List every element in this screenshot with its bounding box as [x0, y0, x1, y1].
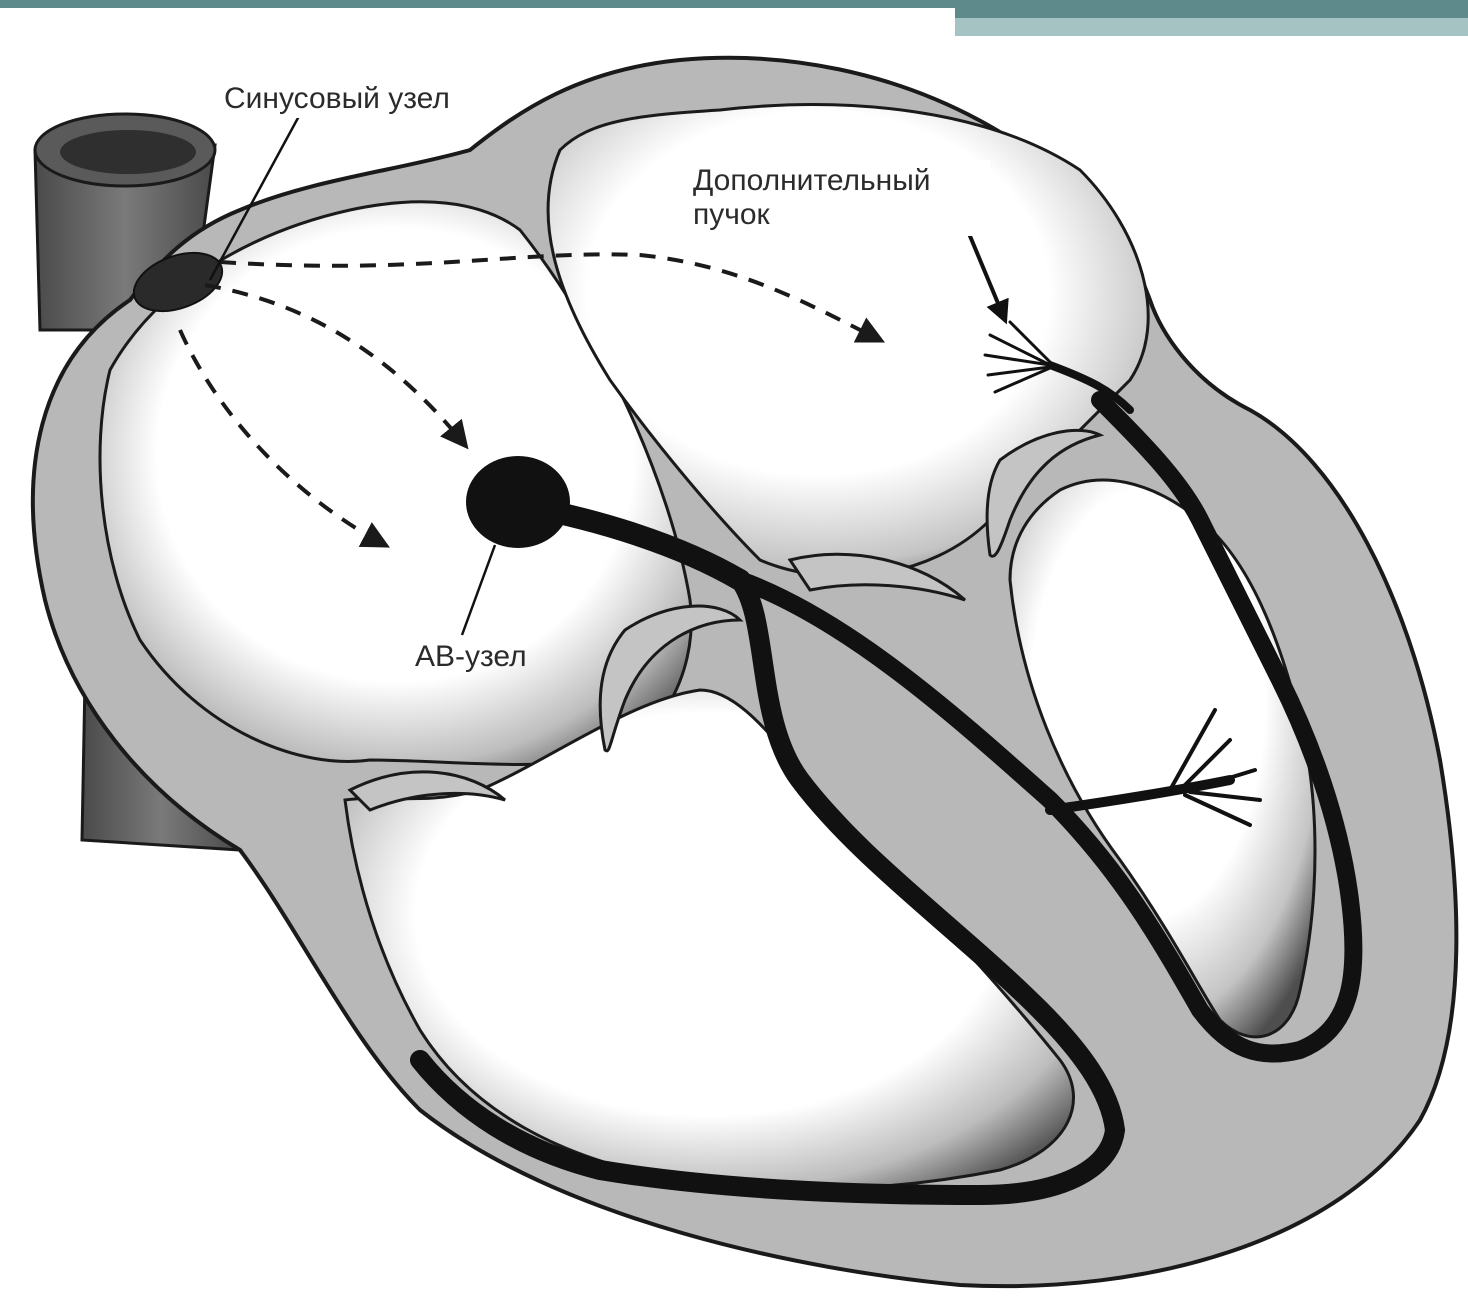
- slide-header-bars: [0, 0, 1468, 36]
- accessory-bundle-label-line1: Дополнительный: [693, 164, 931, 197]
- accessory-bundle-label-line2: пучок: [693, 198, 771, 231]
- av-node-shape: [466, 456, 570, 548]
- slide-bar-right-dark: [955, 0, 1468, 18]
- av-node: [466, 456, 570, 548]
- vessel-lumen: [60, 130, 196, 174]
- slide-bar-right-light: [955, 18, 1468, 36]
- sinus-node-label: Синусовый узел: [224, 82, 450, 115]
- av-node-label: АВ-узел: [415, 640, 527, 673]
